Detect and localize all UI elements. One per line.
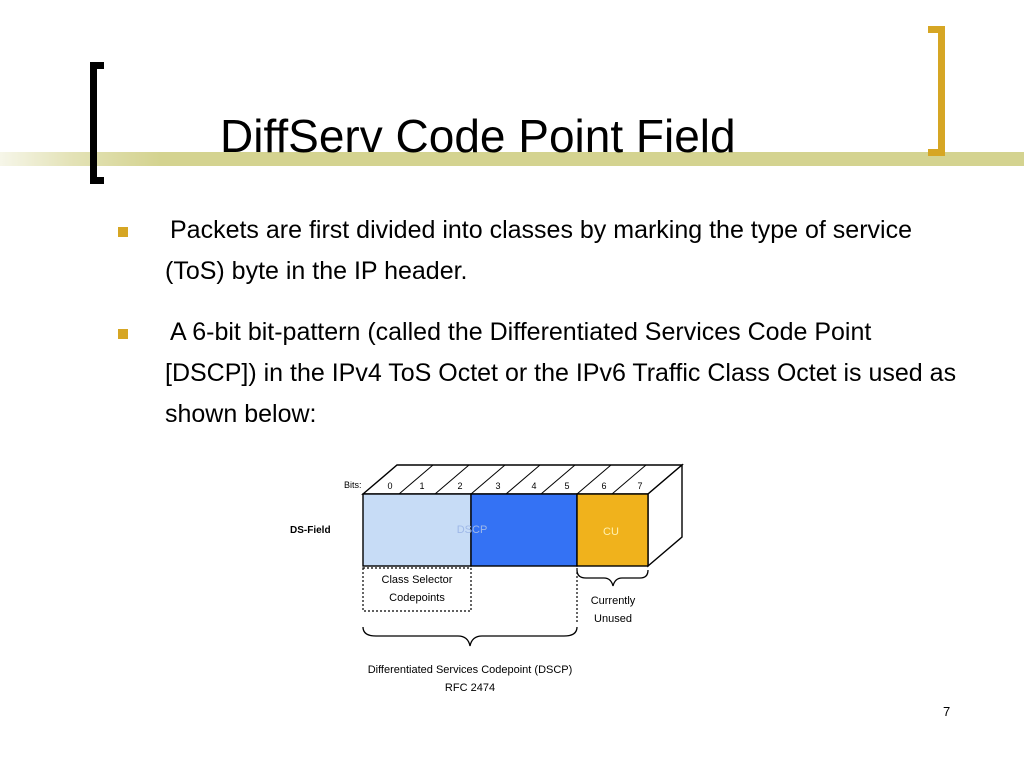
bit-number: 5 <box>564 481 569 491</box>
bullet-item: Packets are first divided into classes b… <box>118 210 958 292</box>
class-selector-segment <box>362 493 472 567</box>
dscp-brace <box>362 626 578 647</box>
class-selector-label-line2: Codepoints <box>389 592 445 604</box>
bits-label: Bits: <box>344 480 362 490</box>
bullet-list: Packets are first divided into classes b… <box>118 210 958 455</box>
bullet-text: Packets are first divided into classes b… <box>165 216 912 285</box>
ds-field-diagram-svg: Bits: 0 1 2 3 4 5 6 7 DS-Field DSCP CU C… <box>290 463 684 694</box>
slide-title: DiffServ Code Point Field <box>220 110 736 162</box>
cu-brace <box>576 569 649 587</box>
square-bullet-icon <box>118 329 128 339</box>
bullet-item: A 6-bit bit-pattern (called the Differen… <box>118 312 958 435</box>
currently-unused-line1: Currently <box>591 595 636 607</box>
cu-segment <box>576 493 649 567</box>
rfc-label: RFC 2474 <box>445 682 495 694</box>
dscp-label: DSCP <box>457 524 488 536</box>
class-selector-label-line1: Class Selector <box>382 574 453 586</box>
bit-number: 4 <box>531 481 536 491</box>
left-bracket-decoration <box>90 62 104 184</box>
bullet-text: A 6-bit bit-pattern (called the Differen… <box>165 318 957 428</box>
bit-number: 6 <box>601 481 606 491</box>
class-selector-dashed-box <box>362 567 472 612</box>
bit-number: 3 <box>495 481 500 491</box>
dscp-caption: Differentiated Services Codepoint (DSCP) <box>368 664 573 676</box>
bit-number: 7 <box>637 481 642 491</box>
right-bracket-decoration <box>928 26 945 156</box>
currently-unused-line2: Unused <box>594 613 632 625</box>
bit-divider-lines <box>398 464 647 495</box>
ds-field-diagram: Bits: 0 1 2 3 4 5 6 7 DS-Field DSCP CU C… <box>286 462 686 702</box>
square-bullet-icon <box>118 227 128 237</box>
bit-number: 2 <box>457 481 462 491</box>
ds-field-label: DS-Field <box>290 525 331 536</box>
title-underline-bar <box>0 152 1024 166</box>
page-number: 7 <box>943 704 951 719</box>
cu-label: CU <box>603 526 619 538</box>
bit-number: 1 <box>419 481 424 491</box>
bit-number: 0 <box>387 481 392 491</box>
